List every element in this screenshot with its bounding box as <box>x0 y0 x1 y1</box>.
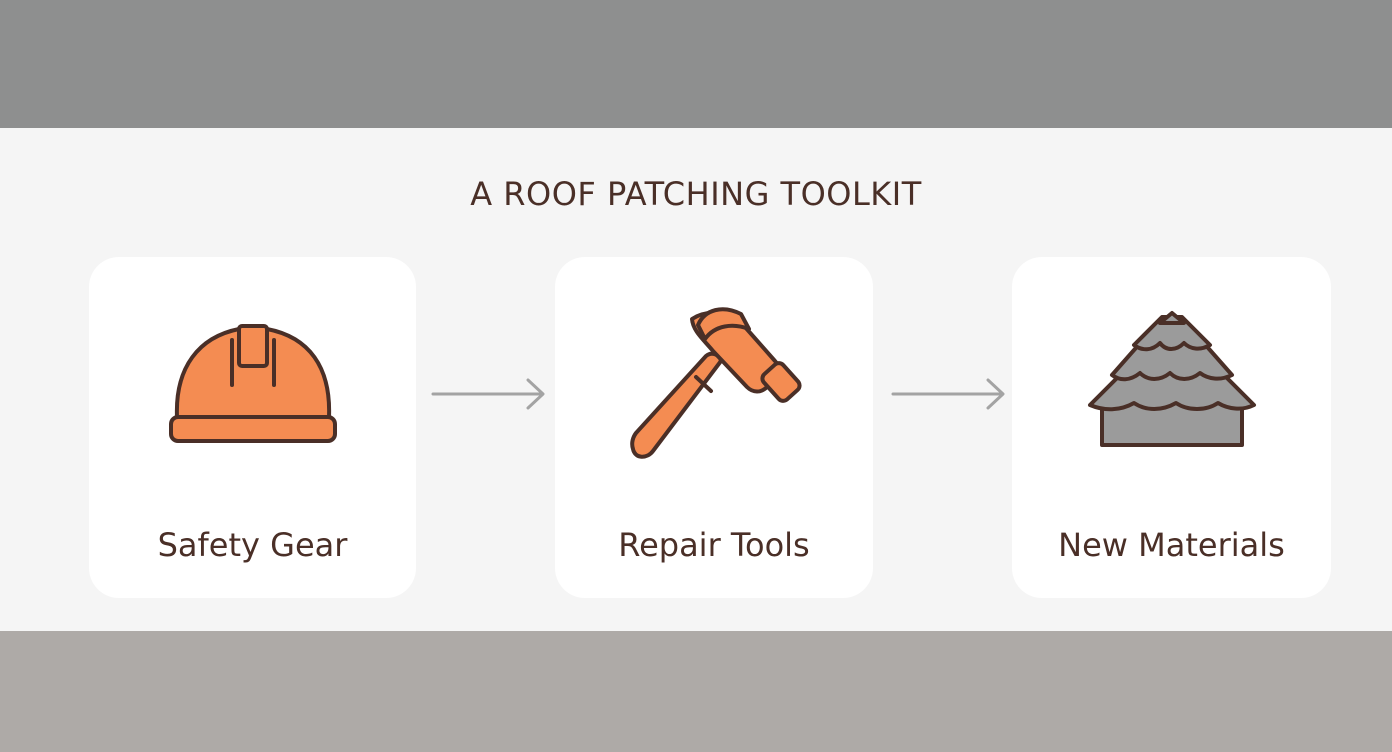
top-band <box>0 0 1392 128</box>
bottom-band <box>0 631 1392 752</box>
arrow-right-icon <box>431 378 545 410</box>
diagram-title: A ROOF PATCHING TOOLKIT <box>470 175 922 213</box>
step-label: Safety Gear <box>157 526 348 564</box>
hard-hat-icon <box>169 324 337 443</box>
shingle-roof-icon <box>1088 311 1256 447</box>
step-card-repair-tools: Repair Tools <box>555 257 873 598</box>
step-label: Repair Tools <box>618 526 810 564</box>
step-card-new-materials: New Materials <box>1012 257 1331 598</box>
hammer-icon <box>630 307 802 459</box>
step-label: New Materials <box>1058 526 1285 564</box>
step-card-safety-gear: Safety Gear <box>89 257 416 598</box>
arrow-right-icon <box>891 378 1005 410</box>
